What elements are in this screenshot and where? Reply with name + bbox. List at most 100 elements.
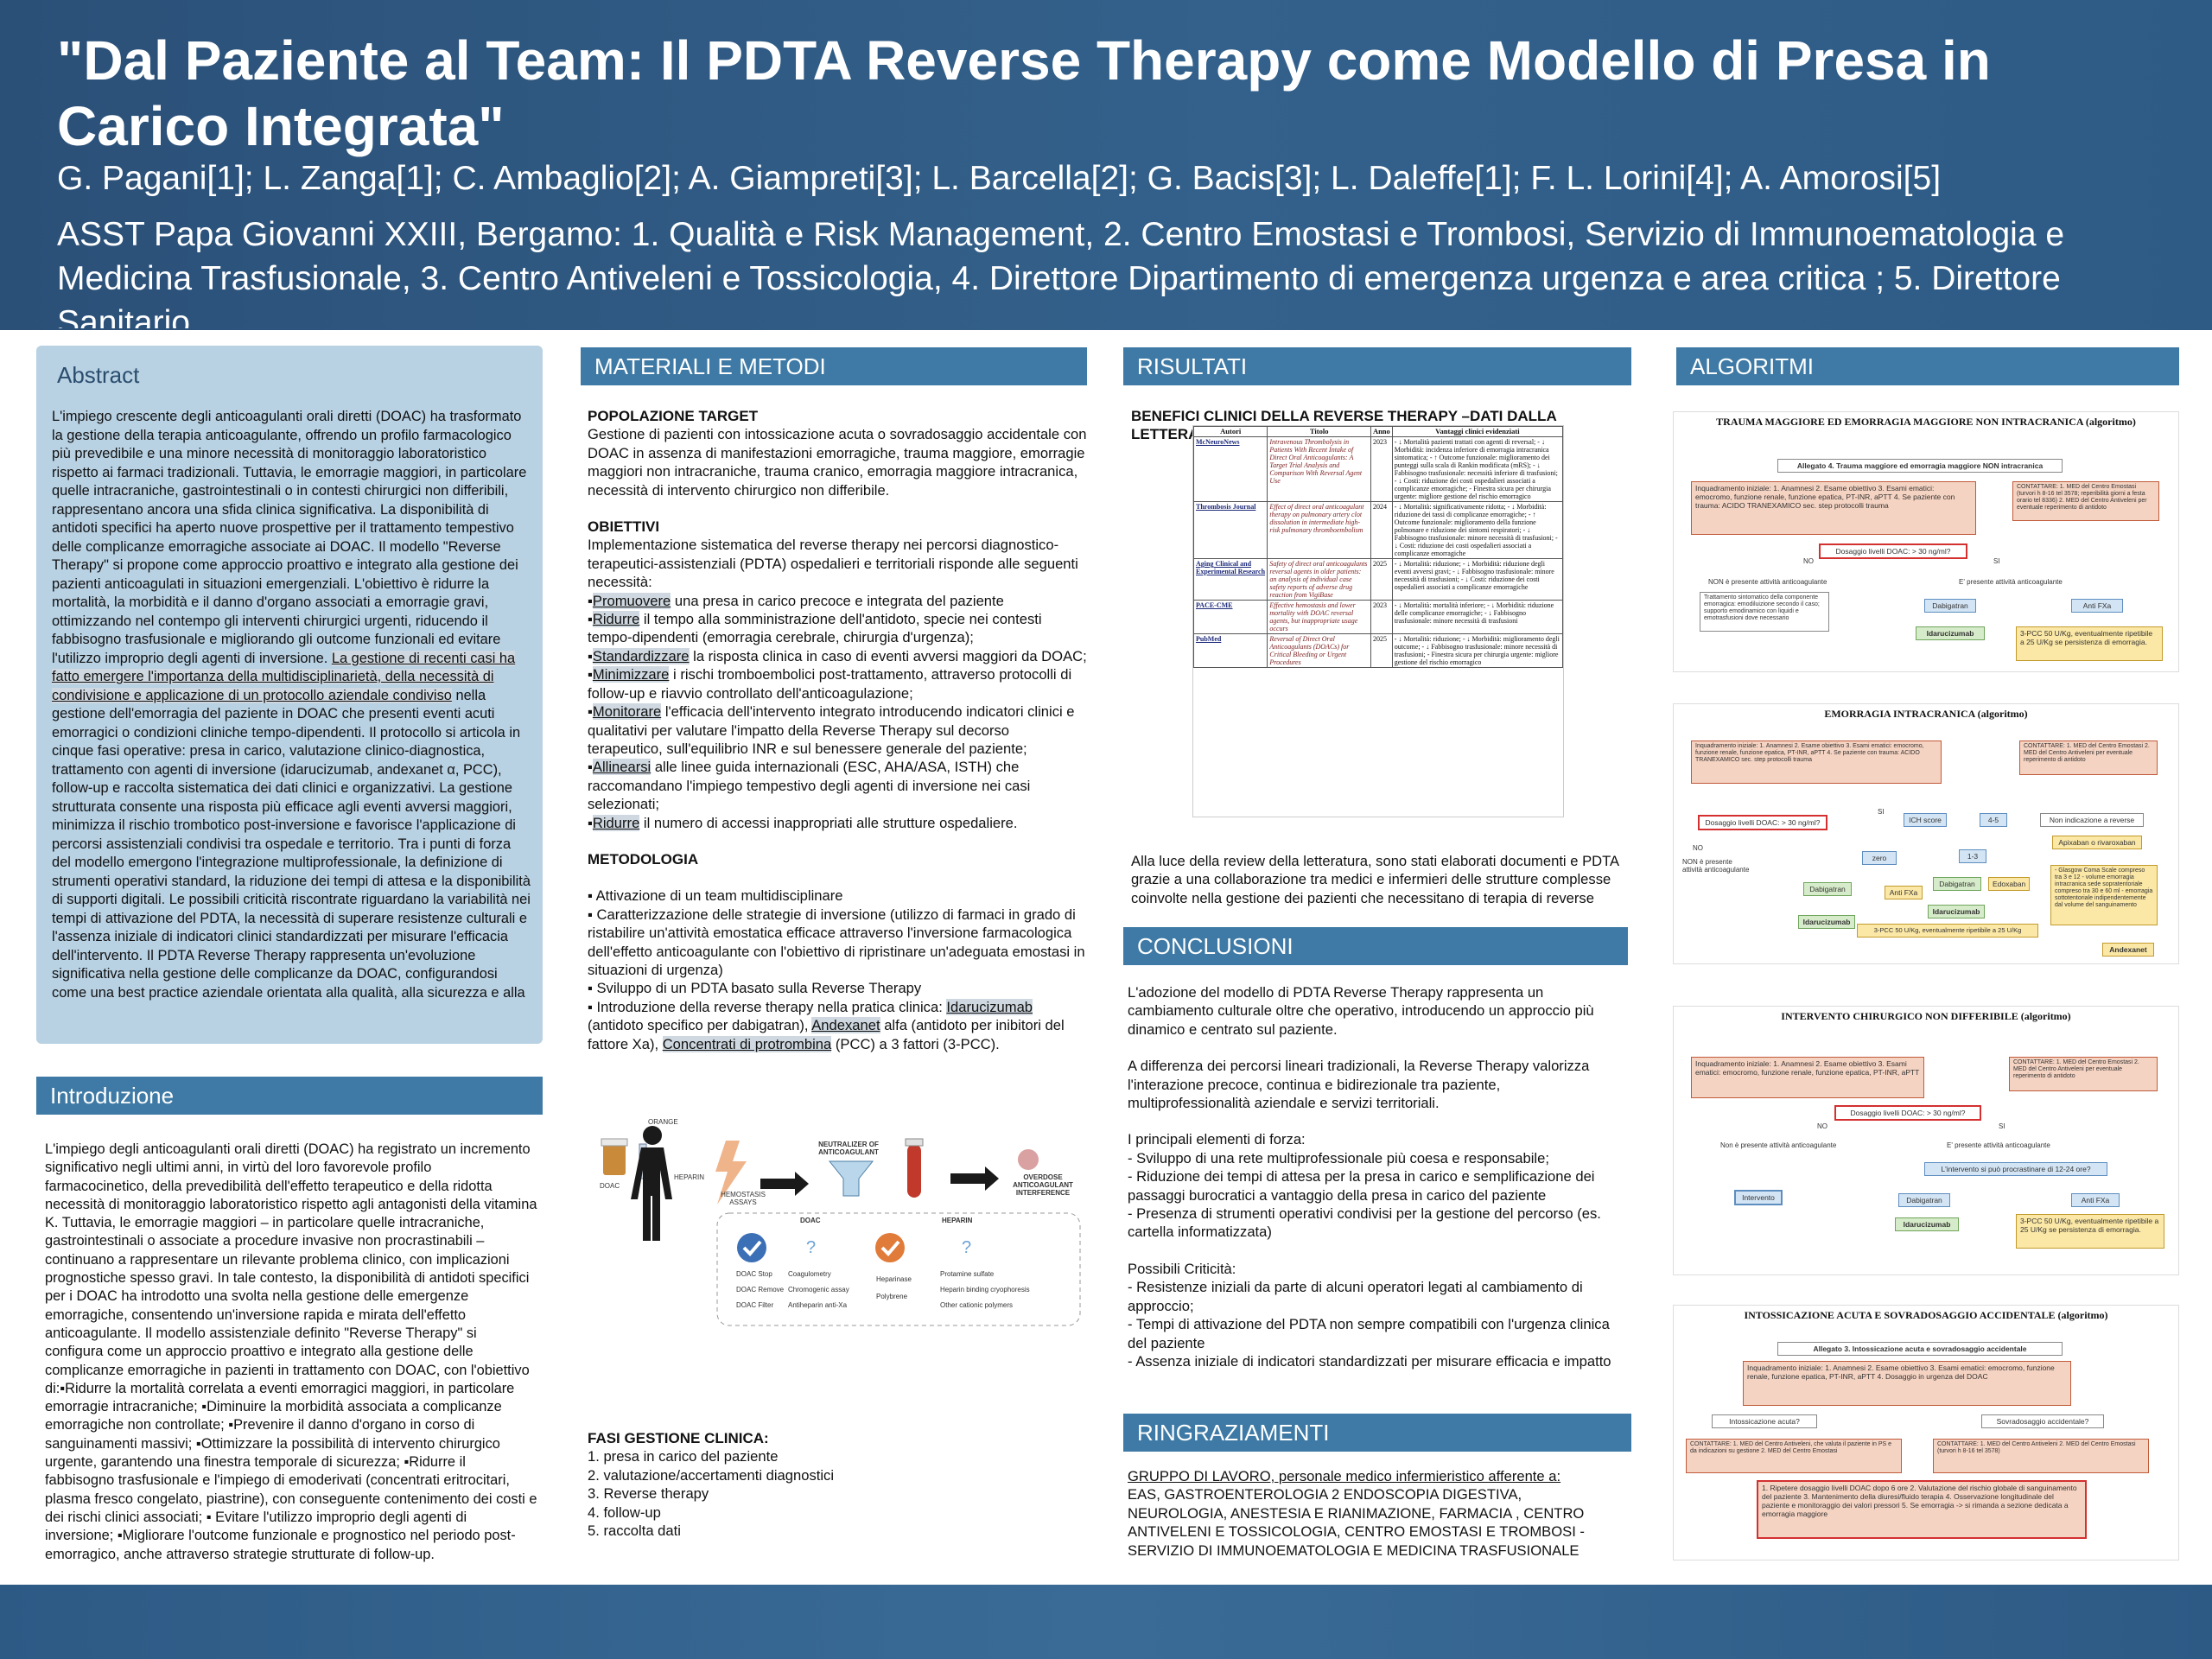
alg3-pcc: 3-PCC 50 U/Kg, eventualmente ripetibile … [2016, 1214, 2164, 1249]
table-cell-benefits: - ↓ Mortalità: mortalità inferiore; - ↓ … [1391, 600, 1563, 634]
illus-label-doac: DOAC [600, 1182, 620, 1190]
question-mark-icon: ? [806, 1238, 816, 1257]
objective-keyword: Ridurre [592, 611, 640, 628]
phase-item: 5. raccolta dati [588, 1522, 681, 1540]
alg1-subtitle: Allegato 4. Trauma maggiore ed emorragia… [1777, 459, 2063, 473]
thanks-group: GRUPPO DI LAVORO, personale medico infer… [1128, 1468, 1561, 1484]
table-cell-title: Reversal of Direct Oral Anticoagulants (… [1267, 633, 1371, 668]
conclusions-heading: CONCLUSIONI [1123, 927, 1628, 965]
affiliations: ASST Papa Giovanni XXIII, Bergamo: 1. Qu… [57, 216, 2065, 328]
illus-label-heparin: HEPARIN [674, 1173, 704, 1181]
illus-box-heparin: HEPARIN [942, 1217, 973, 1224]
objective-text: i rischi tromboembolici post-trattamento… [588, 666, 1072, 702]
col-header-year: Anno [1370, 426, 1393, 437]
objective-text: alle linee guida internazionali (ESC, AH… [588, 759, 1031, 813]
criticalities-list: - Resistenze iniziali da parte di alcuni… [1128, 1278, 1620, 1370]
alg4-contact-1: CONTATTARE: 1. MED del Centro Antiveleni… [1686, 1439, 1902, 1473]
alg2-pcc: 3-PCC 50 U/Kg, eventualmente ripetibile … [1857, 924, 2038, 938]
table-cell-year: 2024 [1370, 501, 1393, 559]
population-title: POPOLAZIONE TARGET [588, 408, 759, 424]
alg1-activity: E' presente attività anticoagulante [1959, 578, 2063, 586]
table-cell-year: 2023 [1370, 600, 1393, 634]
objective-item: ▪Ridurre il tempo alla somministrazione … [588, 611, 1042, 646]
objective-text: il tempo alla somministrazione dell'anti… [588, 611, 1042, 646]
methodology-last-item: ▪ Introduzione della reverse therapy nel… [588, 998, 1087, 1053]
conclusions-p1: L'adozione del modello di PDTA Reverse T… [1128, 984, 1594, 1038]
alg2-glasgow-box: - Glasgow Coma Scale compreso tra 3 e 12… [2050, 865, 2158, 925]
illus-doac-stop: DOAC Stop [736, 1270, 772, 1278]
alg1-si-label: SI [1993, 557, 2000, 565]
col-header-authors: Autori [1193, 426, 1268, 437]
phase-item: 2. valutazione/accertamenti diagnostici [588, 1466, 835, 1484]
table-cell-source: McNeuroNews [1193, 436, 1268, 502]
alg3-no-label: NO [1817, 1122, 1827, 1130]
illus-box-doac: DOAC [800, 1217, 821, 1224]
reversal-illustration: ? ? ORANGE DOAC HEPARIN HEMOSTASIS ASSAY… [588, 1109, 1087, 1332]
algorithm-intracranial: EMORRAGIA INTRACRANICA (algoritmo) Inqua… [1673, 703, 2179, 964]
illus-protamine: Protamine sulfate [940, 1270, 995, 1278]
objectives-intro: Implementazione sistematica del reverse … [588, 537, 1078, 591]
question-mark-icon: ? [962, 1238, 971, 1257]
illus-polybrene: Polybrene [876, 1293, 908, 1300]
objective-item: ▪Promuovere una presa in carico precoce … [588, 592, 1004, 609]
alg2-edoxaban: Edoxaban [1988, 877, 2030, 891]
alg2-si-label: SI [1878, 808, 1885, 816]
meth-last-d: alfa (antidoto per inibitori del fattore… [588, 1017, 1065, 1052]
table-cell-source: PACE-CME [1193, 600, 1268, 634]
phase-item: 4. follow-up [588, 1503, 661, 1521]
alg1-pcc: 3-PCC 50 U/Kg, eventualmente ripetibile … [2016, 626, 2163, 661]
intro-text: L'impiego degli anticoagulanti orali dir… [45, 1141, 537, 1562]
methodology-item: ▪ Sviluppo di un PDTA basato sulla Rever… [588, 980, 922, 997]
table-cell-title: Effective hemostasis and lower mortality… [1267, 600, 1371, 634]
pill-bottle-icon [603, 1144, 626, 1175]
alg2-initial-box: Inquadramento iniziale: 1. Anamnesi 2. E… [1691, 741, 1942, 784]
methodology-item: ▪ Caratterizzazione delle strategie di i… [588, 906, 1085, 978]
idarucizumab-term: Idarucizumab [946, 998, 1033, 1015]
illus-label-neutralizer: NEUTRALIZER OF ANTICOAGULANT [818, 1141, 879, 1156]
table-header-row: Autori Titolo Anno Vantaggi clinici evid… [1193, 426, 1563, 437]
abstract-text-part1: L'impiego crescente degli anticoagulanti… [52, 409, 527, 666]
table-cell-year: 2023 [1370, 436, 1393, 502]
phases-title: FASI GESTIONE CLINICA: [588, 1430, 769, 1446]
phases-block: FASI GESTIONE CLINICA: 1. presa in caric… [588, 1429, 1087, 1540]
table-cell-benefits: - ↓ Mortalità pazienti trattati con agen… [1391, 436, 1563, 502]
table-cell-title: Intravenous Thrombolysis in Patients Wit… [1267, 436, 1371, 502]
andexanet-term: Andexanet [811, 1017, 880, 1034]
table-cell-benefits: - ↓ Mortalità: riduzione; - ↓ Morbidità:… [1391, 633, 1563, 668]
col-header-title: Titolo [1267, 426, 1371, 437]
conclusions-p2: A differenza dei percorsi lineari tradiz… [1128, 1058, 1590, 1112]
poster-header: "Dal Paziente al Team: Il PDTA Reverse T… [0, 0, 2212, 330]
alg4-title: INTOSSICAZIONE ACUTA E SOVRADOSAGGIO ACC… [1744, 1309, 2108, 1321]
table-cell-source: Thrombosis Journal [1193, 501, 1268, 559]
alg3-question: L'intervento si può procrastinare di 12-… [1924, 1162, 2107, 1176]
alg3-activity: E' presente attività anticoagulante [1947, 1141, 2050, 1149]
alg4-initial-box: Inquadramento iniziale: 1. Anamnesi 2. E… [1743, 1361, 2071, 1406]
alg2-title: EMORRAGIA INTRACRANICA (algoritmo) [1824, 708, 2028, 720]
objective-keyword: Allinearsi [592, 759, 652, 776]
literature-table: Autori Titolo Anno Vantaggi clinici evid… [1192, 425, 1564, 817]
objective-text: una presa in carico precoce e integrata … [671, 592, 1004, 609]
objectives-title: OBIETTIVI [588, 518, 660, 536]
alg2-zero: zero [1862, 851, 1897, 865]
objective-item: ▪Standardizzare la risposta clinica in c… [588, 647, 1087, 664]
alg3-dabigatran: Dabigatran [1898, 1193, 1950, 1207]
meth-last-b: (antidoto specifico per dabigatran), [588, 1017, 812, 1034]
table-cell-year: 2025 [1370, 633, 1393, 668]
objective-text: la risposta clinica in caso di eventi av… [689, 647, 1087, 664]
illus-label-orange: ORANGE [648, 1118, 678, 1126]
col-header-benefits: Vantaggi clinici evidenziati [1391, 426, 1563, 437]
objective-item: ▪Monitorare l'efficacia dell'intervento … [588, 703, 1075, 757]
alg4-q-overdose: Sovradosaggio accidentale? [1981, 1414, 2104, 1428]
algorithm-trauma: TRAUMA MAGGIORE ED EMORRAGIA MAGGIORE NO… [1673, 411, 2179, 672]
criticality-item: - Resistenze iniziali da parte di alcuni… [1128, 1279, 1583, 1314]
thanks-text: GRUPPO DI LAVORO, personale medico infer… [1128, 1467, 1620, 1560]
results-text: Alla luce della review della letteratura… [1131, 853, 1619, 906]
objective-item: ▪Allinearsi alle linee guida internazion… [588, 759, 1031, 813]
human-silhouette-icon [631, 1126, 672, 1241]
methods-text: POPOLAZIONE TARGET Gestione di pazienti … [588, 407, 1087, 1053]
alg2-score-1-3: 1-3 [1959, 849, 1986, 863]
illus-cationic: Other cationic polymers [940, 1301, 1014, 1309]
